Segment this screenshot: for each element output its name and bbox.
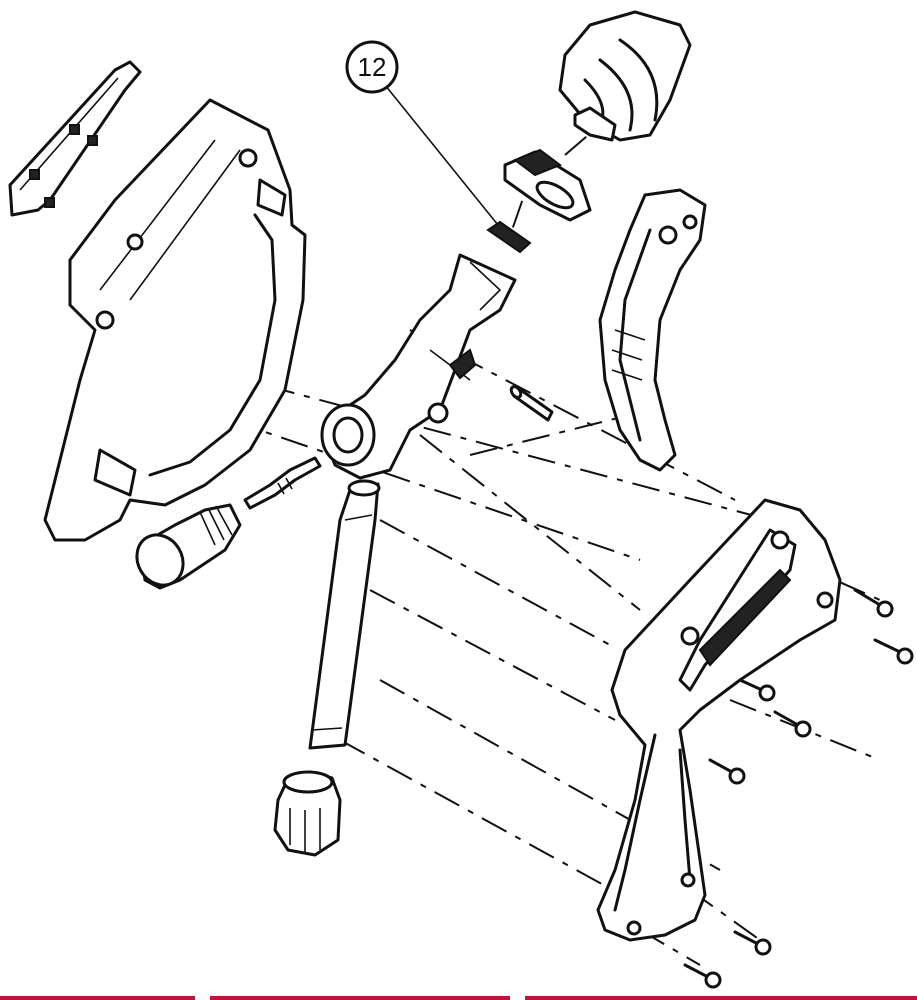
trigger-pin-part — [509, 385, 554, 422]
screw-3 — [738, 678, 776, 702]
cap-knob-part — [558, 10, 692, 142]
screw-5 — [708, 758, 746, 785]
trigger-lever-part — [598, 188, 707, 472]
callout-12: 12 — [345, 40, 499, 226]
valve-stem-part — [243, 456, 322, 510]
o-ring-part-12 — [486, 220, 532, 254]
outlet-nut-part — [273, 770, 342, 857]
footer-bar-middle — [210, 996, 510, 1000]
screw-7 — [683, 963, 722, 989]
footer-bar-left — [0, 996, 195, 1000]
screw-1 — [853, 588, 894, 618]
valve-body-part — [320, 253, 517, 480]
screw-6 — [733, 930, 772, 956]
screw-4 — [773, 710, 812, 738]
left-handle-housing-part — [43, 98, 307, 542]
right-handle-housing-part — [596, 498, 842, 942]
seal-washer-part — [503, 148, 592, 222]
inlet-fitting-part — [135, 503, 242, 590]
footer-bar-right — [525, 996, 917, 1000]
lance-tube-part — [308, 479, 381, 750]
retaining-clip-part — [8, 60, 142, 217]
screws — [683, 588, 914, 989]
callout-label: 12 — [358, 52, 387, 82]
screw-2 — [873, 638, 914, 665]
